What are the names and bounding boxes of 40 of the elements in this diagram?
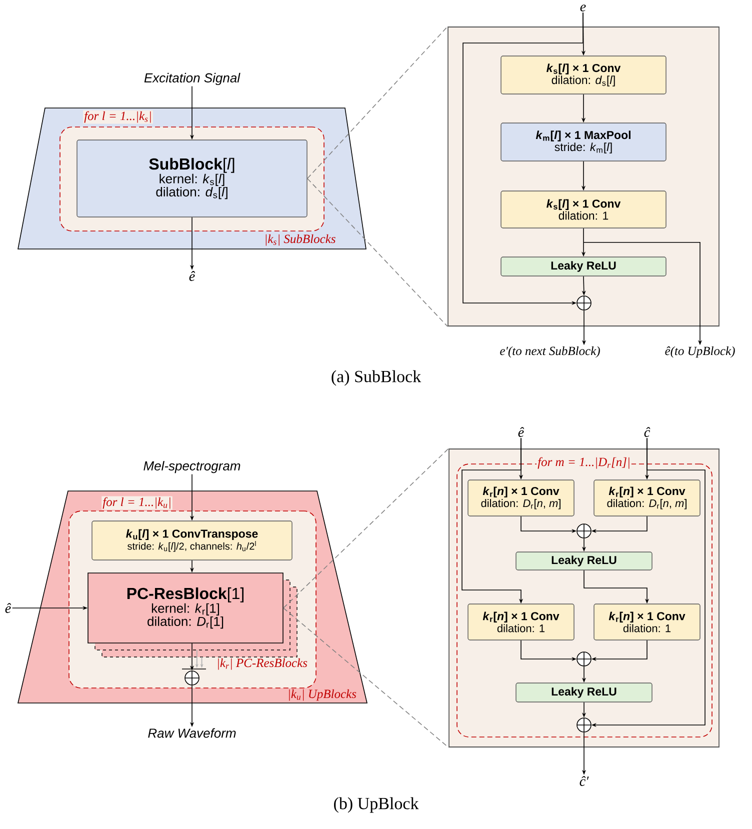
conv-box: k$_{r}$[n] × 1 Conv dilation: D$_{r}$[n, m] — [594, 480, 700, 516]
conv-box: k$_{r}$[n] × 1 Conv dilation: 1 — [594, 604, 700, 640]
loop-count-label: |k$_{s}$| SubBlocks — [266, 234, 336, 246]
loop-label: for l = 1...|k$_{s}$| — [83, 110, 153, 124]
block-box: SubBlock[l] kernel: k$_{s}$[l] dilation: d$_{s}$[l] — [76, 140, 308, 218]
input-label: Excitation Signal — [144, 72, 240, 86]
caption: (b) UpBlock — [334, 797, 419, 813]
conv-box: k$_{r}$[n] × 1 Conv dilation: D$_{r}$[n, m] — [468, 480, 574, 516]
zoom-line — [306, 26, 448, 179]
output-label: Raw Waveform — [148, 728, 236, 738]
output-label: ê — [189, 271, 196, 281]
zoom-line — [306, 178, 448, 327]
sum-node — [576, 524, 592, 538]
loop-count-label: |k$_{u}$| UpBlocks — [289, 689, 356, 701]
input-label: ê — [5, 603, 12, 613]
activation-box: Leaky ReLU — [516, 682, 652, 702]
maxpool-box: k$_{m}$[l] × 1 MaxPool stride: k$_{m}$[l] — [500, 122, 666, 162]
repeat-label: |k$_{r}$| PC-ResBlocks — [218, 658, 308, 670]
zoom-line — [283, 448, 449, 608]
activation-box: Leaky ReLU — [500, 256, 666, 276]
convtranspose-box: k$_{u}$[l] × 1 ConvTranspose stride: k$_{u}$[l]/2, channels: h$_{u}$/2$^{l}$ — [92, 520, 292, 560]
sum-node — [576, 296, 592, 310]
output-label: e′(to next SubBlock) — [500, 346, 600, 358]
input-label: ĉ — [644, 427, 650, 437]
loop-label: for l = 1...|k$_{u}$| — [102, 496, 172, 510]
activation-box: Leaky ReLU — [516, 552, 652, 570]
conv-box: k$_{s}$[l] × 1 Conv dilation: d$_{s}$[l] — [500, 56, 666, 94]
output-label: ê(to UpBlock) — [665, 346, 735, 358]
input-label: Mel-spectrogram — [144, 460, 240, 474]
sum-node — [184, 670, 200, 686]
loop-label: for m = 1...|D$_{r}$[n]| — [536, 456, 632, 470]
input-label: e — [580, 4, 586, 12]
conv-box: k$_{s}$[l] × 1 Conv dilation: 1 — [500, 190, 666, 228]
conv-box: k$_{r}$[n] × 1 Conv dilation: 1 — [468, 604, 574, 640]
zoom-line — [283, 608, 449, 748]
sum-node — [576, 652, 592, 666]
input-label: ê — [518, 427, 524, 437]
output-label: ĉ′ — [580, 776, 589, 786]
caption: (a) SubBlock — [332, 370, 422, 386]
sum-node — [576, 718, 592, 732]
